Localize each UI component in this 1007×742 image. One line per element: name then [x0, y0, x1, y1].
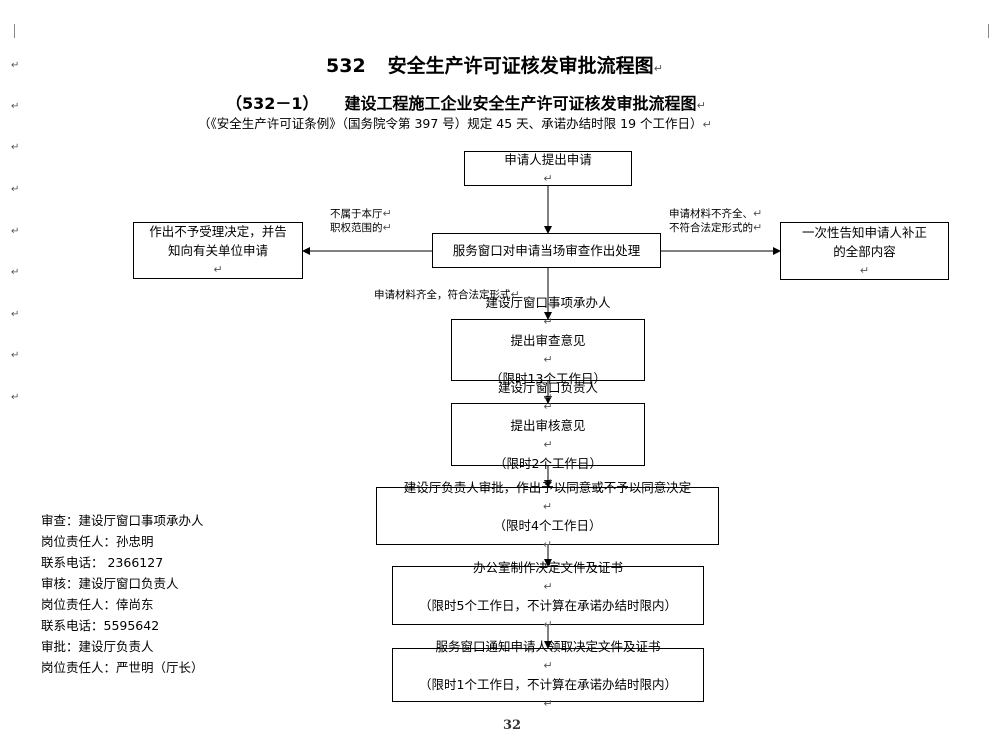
paragraph-mark: ↵ — [213, 263, 223, 276]
paragraph-mark: ↵ — [702, 118, 712, 131]
notify-box: 服务窗口通知申请人领取决定文件及证书 ↵ （限时1个工作日，不计算在承诺办结时限内… — [392, 639, 704, 710]
paragraph-mark: ↵ — [510, 288, 520, 301]
on-site-review-box: 服务窗口对申请当场审查作出处理 — [432, 233, 661, 268]
page-subtitle-number: （532－1） — [226, 94, 319, 113]
contact-line: 联系电话： 2366127 — [41, 555, 164, 570]
manager-review-line2: 提出审核意见 — [510, 417, 586, 433]
office-docs-line2: （限时5个工作日，不计算在承诺办结时限内） — [419, 597, 677, 613]
handler-review-box: 建设厅窗口事项承办人 ↵ 提出审查意见 ↵ （限时13个工作日） ↵ — [451, 295, 645, 404]
paragraph-mark: ↵ — [753, 221, 763, 234]
office-docs-line1: 办公室制作决定文件及证书 — [472, 559, 623, 575]
paragraph-mark: ↵ — [542, 500, 553, 513]
paragraph-mark: ↵ — [542, 538, 553, 551]
edge-label-complete-text: 申请材料齐全，符合法定形式 — [374, 289, 511, 301]
paragraph-mark: ↵ — [11, 60, 20, 71]
approval-line1: 建设厅负责人审批，作出予以同意或不予以同意决定 — [403, 480, 692, 495]
paragraph-mark: ↵ — [382, 207, 392, 220]
paragraph-mark: ↵ — [543, 659, 553, 672]
paragraph-mark: ↵ — [543, 391, 553, 404]
manager-review-box: 建设厅窗口负责人↵ 提出审核意见↵ （限时2个工作日）↵ — [451, 380, 645, 489]
paragraph-mark: ↵ — [696, 99, 706, 112]
crop-mark-left — [14, 24, 15, 38]
handler-review-line1: 建设厅窗口事项承办人 — [485, 295, 611, 310]
reject-box: 作出不予受理决定，并告 知向有关单位申请 ↵ — [133, 222, 303, 279]
reject-line2: 知向有关单位申请 — [167, 243, 268, 258]
paragraph-mark: ↵ — [11, 392, 20, 403]
paragraph-mark: ↵ — [543, 171, 553, 185]
crop-mark-right — [988, 24, 989, 38]
page-number: 32 — [503, 718, 522, 733]
office-docs-box: 办公室制作决定文件及证书 ↵ （限时5个工作日，不计算在承诺办结时限内） ↵ — [392, 560, 704, 631]
edge-label-not-jurisdiction-line2: 职权范围的 — [330, 222, 383, 234]
contact-info: 审查：建设厅窗口事项承办人 岗位责任人：孙忠明 联系电话： 2366127 审核… — [41, 510, 204, 678]
paragraph-mark: ↵ — [11, 309, 20, 320]
paragraph-mark: ↵ — [11, 226, 20, 237]
contact-line: 联系电话：5595642 — [41, 618, 160, 633]
page-title-number: 532 — [326, 55, 366, 77]
approval-box: 建设厅负责人审批，作出予以同意或不予以同意决定 ↵ （限时4个工作日） ↵ — [376, 480, 719, 551]
approval-line2: （限时4个工作日） — [493, 518, 602, 533]
paragraph-mark: ↵ — [543, 399, 553, 413]
page-title: 532 安全生产许可证核发审批流程图↵ — [326, 51, 663, 78]
contact-line: 审批：建设厅负责人 — [41, 639, 154, 654]
apply-text: 申请人提出申请 — [504, 151, 592, 167]
paragraph-mark: ↵ — [543, 617, 553, 631]
contact-line: 岗位责任人：孙忠明 — [41, 534, 154, 549]
paragraph-mark: ↵ — [543, 697, 553, 710]
paragraph-mark: ↵ — [543, 475, 553, 489]
paragraph-mark: ↵ — [11, 142, 20, 153]
legal-basis: （《安全生产许可证条例》（国务院令第 397 号）规定 45 天、承诺办结时限 … — [198, 113, 712, 132]
edge-label-not-jurisdiction-line1: 不属于本厅 — [330, 208, 383, 220]
handler-review-line2: 提出审查意见 — [510, 333, 586, 348]
manager-review-line1: 建设厅窗口负责人 — [497, 379, 598, 395]
paragraph-mark: ↵ — [11, 350, 20, 361]
apply-box: 申请人提出申请 ↵ — [464, 151, 632, 186]
paragraph-mark: ↵ — [543, 353, 553, 366]
edge-label-incomplete-line2: 不符合法定形式的 — [669, 222, 753, 234]
supplement-line2: 的全部内容 — [833, 243, 896, 259]
reject-line1: 作出不予受理决定，并告 — [149, 224, 287, 239]
handler-review-line3: （限时13个工作日） — [490, 371, 606, 386]
legal-basis-text: （《安全生产许可证条例》（国务院令第 397 号）规定 45 天、承诺办结时限 … — [198, 116, 703, 131]
supplement-box: 一次性告知申请人补正 的全部内容 ↵ — [780, 222, 949, 280]
paragraph-mark: ↵ — [543, 579, 553, 593]
contact-line: 岗位责任人：严世明（厅长） — [41, 660, 204, 675]
notify-line1: 服务窗口通知申请人领取决定文件及证书 — [435, 639, 661, 654]
edge-label-incomplete-line1: 申请材料不齐全、 — [669, 208, 753, 220]
contact-line: 岗位责任人：倖尚东 — [41, 597, 154, 612]
edge-label-incomplete: 申请材料不齐全、↵ 不符合法定形式的↵ — [669, 207, 762, 235]
supplement-line1: 一次性告知申请人补正 — [801, 224, 927, 240]
paragraph-mark: ↵ — [653, 62, 663, 75]
paragraph-mark: ↵ — [382, 221, 392, 234]
paragraph-mark: ↵ — [543, 437, 553, 451]
notify-line2: （限时1个工作日，不计算在承诺办结时限内） — [419, 677, 677, 692]
on-site-review-text: 服务窗口对申请当场审查作出处理 — [452, 243, 641, 258]
manager-review-line3: （限时2个工作日） — [494, 455, 602, 471]
page-title-text: 安全生产许可证核发审批流程图 — [387, 55, 654, 77]
paragraph-mark: ↵ — [11, 267, 20, 278]
page-subtitle-text: 建设工程施工企业安全生产许可证核发审批流程图 — [344, 94, 697, 113]
page-subtitle: （532－1） 建设工程施工企业安全生产许可证核发审批流程图↵ — [226, 90, 706, 114]
paragraph-mark: ↵ — [11, 101, 20, 112]
paragraph-mark: ↵ — [859, 263, 870, 277]
contact-line: 审核：建设厅窗口负责人 — [41, 576, 179, 591]
contact-line: 审查：建设厅窗口事项承办人 — [41, 513, 204, 528]
paragraph-mark: ↵ — [11, 184, 20, 195]
paragraph-mark: ↵ — [753, 207, 763, 220]
edge-label-complete: 申请材料齐全，符合法定形式↵ — [374, 288, 520, 302]
edge-label-not-jurisdiction: 不属于本厅↵ 职权范围的↵ — [330, 207, 392, 235]
paragraph-mark: ↵ — [543, 315, 553, 328]
